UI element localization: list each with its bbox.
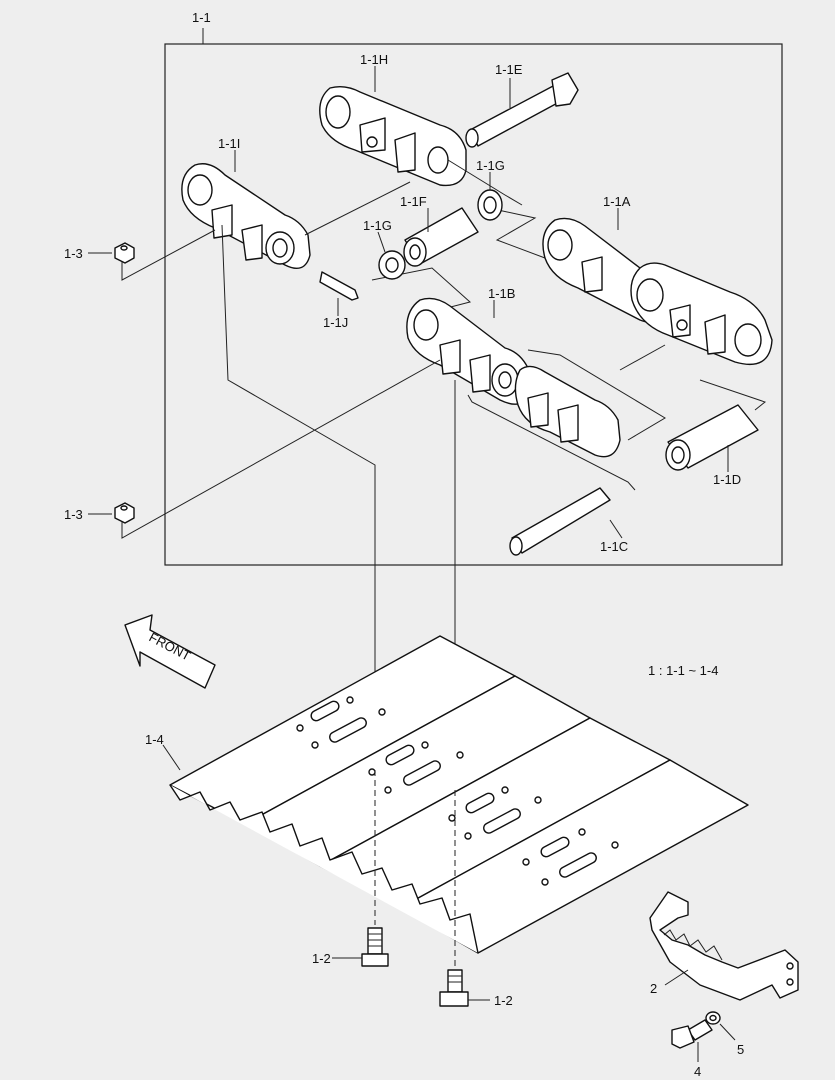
nut-1-3-top xyxy=(114,242,135,264)
label-1-3-top: 1-3 xyxy=(64,246,83,261)
label-4: 4 xyxy=(694,1064,701,1079)
bolt-4 xyxy=(671,1019,713,1049)
label-1-1c: 1-1C xyxy=(600,539,628,554)
front-arrow: FRONT xyxy=(124,614,216,689)
label-1-1e: 1-1E xyxy=(495,62,523,77)
link-1-1h xyxy=(319,85,467,187)
label-1-1h: 1-1H xyxy=(360,52,388,67)
nut-1-3-bottom xyxy=(114,502,135,524)
washer-5 xyxy=(705,1011,721,1025)
label-5: 5 xyxy=(737,1042,744,1057)
label-1-4: 1-4 xyxy=(145,732,164,747)
pin-1-1e xyxy=(465,72,579,148)
seal-1-1g-left xyxy=(378,250,406,280)
assembly-frame-1-1 xyxy=(164,43,783,566)
bush-1-1d xyxy=(665,404,759,471)
label-1-2-right: 1-2 xyxy=(494,993,513,1008)
label-1-1i: 1-1I xyxy=(218,136,240,151)
track-shoe-1-4 xyxy=(169,635,749,954)
bush-1-1f xyxy=(403,207,479,267)
guard-2 xyxy=(649,891,799,1001)
label-1-1f: 1-1F xyxy=(400,194,427,209)
link-1-1b xyxy=(406,297,621,458)
label-1-1a: 1-1A xyxy=(603,194,631,209)
bolt-1-2-right xyxy=(439,969,469,1007)
label-1-1g-left: 1-1G xyxy=(363,218,392,233)
label-1-3-bottom: 1-3 xyxy=(64,507,83,522)
bolt-1-2-left xyxy=(361,927,389,967)
label-1-2-left: 1-2 xyxy=(312,951,331,966)
label-1-1g-top: 1-1G xyxy=(476,158,505,173)
link-1-1a xyxy=(542,217,773,366)
label-1-1d: 1-1D xyxy=(713,472,741,487)
label-2: 2 xyxy=(650,981,657,996)
label-1-1b: 1-1B xyxy=(488,286,515,301)
label-1-1j: 1-1J xyxy=(323,315,348,330)
pin-1-1j xyxy=(319,271,359,301)
pin-1-1c xyxy=(509,487,611,556)
link-1-1i xyxy=(181,163,311,269)
label-1-1: 1-1 xyxy=(192,10,211,25)
ratio-note: 1 : 1-1 ~ 1-4 xyxy=(648,663,718,678)
seal-1-1g-top xyxy=(477,189,503,221)
